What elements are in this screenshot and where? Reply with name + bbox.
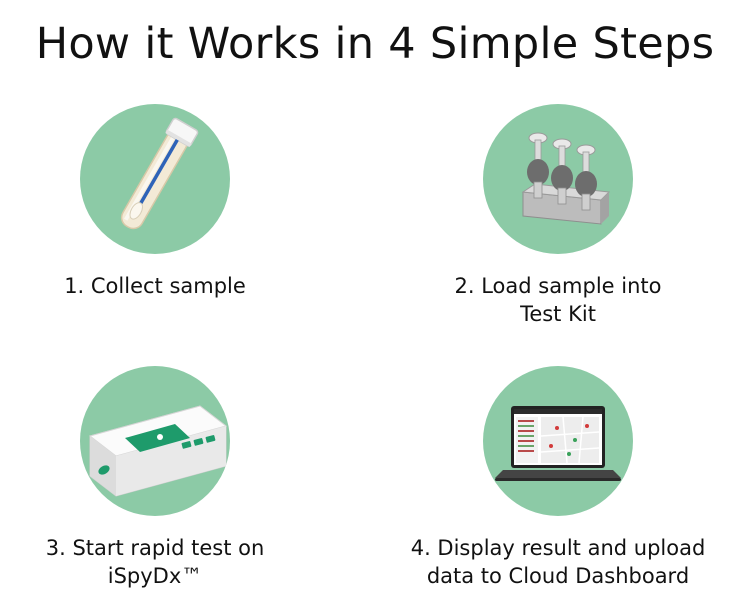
step-4-label: 4. Display result and upload data to Clo… [408,534,708,590]
step-3-circle [80,366,230,516]
step-4: 4. Display result and upload data to Clo… [408,366,708,590]
step-4-circle [483,366,633,516]
ispydx-device-icon [88,405,228,497]
step-3-label-line-2: iSpyDx™ [107,564,203,588]
page-title: How it Works in 4 Simple Steps [35,19,715,69]
step-2-label: 2. Load sample into Test Kit [408,272,708,328]
step-4-label-line-1: 4. Display result and upload [410,536,706,560]
step-2-circle [483,104,633,254]
laptop-dashboard-icon [495,406,621,481]
step-1-label: 1. Collect sample [5,272,305,300]
step-1-circle [80,104,230,254]
step-3: 3. Start rapid test on iSpyDx™ [5,366,305,590]
step-4-label-line-2: data to Cloud Dashboard [426,564,690,588]
test-kit-icon [521,132,611,225]
step-2-label-line-2: Test Kit [520,302,596,326]
step-2: 2. Load sample into Test Kit [408,104,708,328]
step-1-label-line-1: 1. Collect sample [64,274,246,298]
swab-tube-icon [120,117,199,230]
step-3-label-line-1: 3. Start rapid test on [45,536,265,560]
step-2-label-line-1: 2. Load sample into [454,274,662,298]
step-3-label: 3. Start rapid test on iSpyDx™ [5,534,305,590]
step-1: 1. Collect sample [5,104,305,300]
